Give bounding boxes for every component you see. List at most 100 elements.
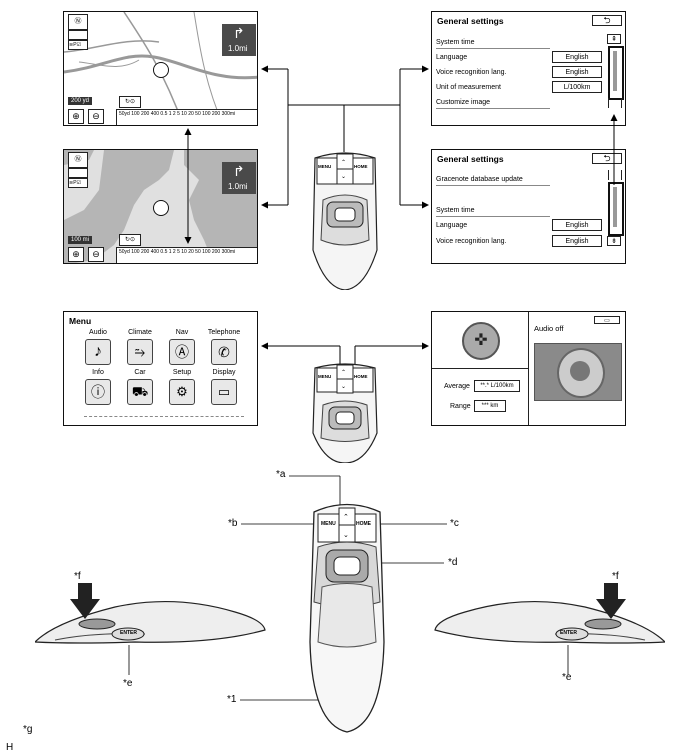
settings-value[interactable]: L/100km — [552, 81, 602, 93]
callout-a: *a — [276, 469, 286, 480]
turn-distance: 1.0mi — [228, 182, 248, 191]
callout-e-left: *e — [123, 678, 133, 689]
compass-icon[interactable]: Ⓝ — [68, 152, 88, 168]
settings-row[interactable]: Unit of measurement — [436, 84, 501, 91]
enter-button-label[interactable]: ENTER — [120, 630, 137, 636]
callout-c: *c — [450, 518, 459, 529]
menu-title: Menu — [69, 316, 92, 326]
callout-g: *g — [23, 724, 33, 735]
settings-row[interactable]: Gracenote database update — [436, 176, 523, 183]
svg-text:⌃: ⌃ — [343, 513, 349, 521]
turn-arrow-panel: ↱ 1.0mi — [222, 162, 256, 194]
svg-text:⌄: ⌄ — [343, 532, 349, 539]
audio-status: Audio off — [534, 324, 564, 333]
scale-bar[interactable]: 50yd 100 200 400 0.5 1 2 5 10 20 50 100 … — [116, 247, 257, 263]
settings-title: General settings — [437, 154, 504, 164]
menu-label-climate: Climate — [128, 329, 152, 336]
home-screen: ✜ Average **.* L/100km Range *** km Audi… — [431, 311, 626, 426]
zoom-out-button[interactable]: ⊖ — [88, 247, 104, 262]
menu-label-car: Car — [134, 369, 146, 376]
callout-1: *1 — [227, 694, 237, 705]
scrollbar[interactable] — [608, 182, 624, 236]
menu-label-display: Display — [212, 369, 236, 376]
scrollbar-track-top — [608, 170, 622, 180]
map-mode-icon[interactable] — [68, 168, 88, 178]
figure-code: H — [6, 742, 14, 753]
zoom-in-button[interactable]: ⊕ — [68, 247, 84, 262]
display-icon[interactable]: ▭ — [211, 379, 237, 405]
vehicle-position-icon — [153, 62, 169, 78]
menu-button-label[interactable]: MENU — [318, 164, 332, 169]
home-button-label[interactable]: HOME — [354, 164, 368, 169]
range-value: *** km — [474, 400, 506, 412]
compass-emblem-icon: ✜ — [462, 322, 500, 360]
menu-screen: Menu Audio Climate Nav Telephone ♪ ⥲ Ⓐ ✆… — [63, 311, 258, 426]
settings-value[interactable]: English — [552, 51, 602, 63]
controller-side-view-right — [434, 600, 665, 644]
audio-icon[interactable]: ♪ — [85, 339, 111, 365]
callout-f-right: *f — [612, 571, 619, 582]
scrollbar-thumb[interactable] — [613, 187, 617, 227]
remote-controller-top: ⌃ ⌄ — [312, 152, 378, 290]
poi-icon[interactable]: ≋P☑ — [68, 178, 88, 188]
settings-row[interactable]: Voice recognition lang. — [436, 69, 507, 76]
callout-e-right: *e — [562, 672, 572, 683]
telephone-icon[interactable]: ✆ — [211, 339, 237, 365]
back-button[interactable]: ⮌ — [592, 153, 622, 164]
settings-row[interactable]: System time — [436, 39, 475, 46]
scale-label: 100 mi — [68, 236, 93, 244]
zoom-in-button[interactable]: ⊕ — [68, 109, 84, 124]
press-direction-arrow-left — [70, 583, 100, 619]
scale-bar[interactable]: 50yd 100 200 400 0.5 1 2 5 10 20 50 100 … — [116, 109, 257, 125]
menu-label-telephone: Telephone — [207, 329, 241, 336]
enter-button-label[interactable]: ENTER — [560, 630, 577, 636]
back-button[interactable]: ⮌ — [592, 15, 622, 26]
map-mode-icon[interactable] — [68, 30, 88, 40]
reroute-icon[interactable]: ↻⊙ — [119, 96, 141, 108]
screen-toggle-button[interactable]: ▭ — [594, 316, 620, 324]
home-button-label[interactable]: HOME — [354, 374, 368, 379]
speaker-graphic — [534, 343, 622, 401]
scrollbar[interactable] — [608, 46, 624, 100]
callout-b: *b — [228, 518, 238, 529]
vehicle-position-icon — [153, 200, 169, 216]
poi-icon[interactable]: ≋P☑ — [68, 40, 88, 50]
settings-value[interactable]: English — [552, 235, 602, 247]
scrollbar-thumb[interactable] — [613, 51, 617, 91]
svg-text:⌃: ⌃ — [341, 159, 346, 166]
turn-arrow-icon: ↱ — [233, 25, 245, 41]
zoom-out-button[interactable]: ⊖ — [88, 109, 104, 124]
nav-screen-bottom: Ⓝ ≋P☑ ↱ 1.0mi 100 mi ↻⊙ ⊕ ⊖ 50yd 100 200… — [63, 149, 258, 264]
reroute-icon[interactable]: ↻⊙ — [119, 234, 141, 246]
nav-icon[interactable]: Ⓐ — [169, 339, 195, 365]
settings-row[interactable]: Language — [436, 222, 468, 229]
scroll-down-button[interactable]: ⇟ — [607, 236, 621, 246]
compass-icon[interactable]: Ⓝ — [68, 14, 88, 30]
callout-d: *d — [448, 557, 458, 568]
turn-arrow-panel: ↱ 1.0mi — [222, 24, 256, 56]
settings-value[interactable]: English — [552, 66, 602, 78]
menu-label-audio: Audio — [89, 329, 107, 336]
home-button-label[interactable]: HOME — [356, 521, 371, 527]
turn-distance: 1.0mi — [228, 44, 248, 53]
settings-value[interactable]: English — [552, 219, 602, 231]
setup-icon[interactable]: ⚙ — [169, 379, 195, 405]
settings-row[interactable]: Voice recognition lang. — [436, 238, 507, 245]
settings-row[interactable]: Language — [436, 54, 468, 61]
scroll-up-button[interactable]: ⇞ — [607, 34, 621, 44]
menu-button-label[interactable]: MENU — [318, 374, 332, 379]
settings-row[interactable]: Customize image — [436, 99, 491, 106]
callout-f-left: *f — [74, 571, 81, 582]
average-label: Average — [444, 383, 470, 390]
menu-button-label[interactable]: MENU — [321, 521, 336, 527]
range-label: Range — [450, 403, 471, 410]
climate-icon[interactable]: ⥲ — [127, 339, 153, 365]
car-icon[interactable]: ⛟ — [127, 379, 153, 405]
remote-controller-main: ⌃ ⌄ — [309, 503, 385, 733]
svg-text:⌄: ⌄ — [341, 174, 346, 180]
remote-controller-middle: ⌃ ⌄ — [312, 363, 378, 463]
general-settings-top: General settings ⮌ System time Language … — [431, 11, 626, 126]
settings-row[interactable]: System time — [436, 207, 475, 214]
scrollbar-track-end — [608, 98, 622, 108]
info-icon[interactable]: ⓘ — [85, 379, 111, 405]
